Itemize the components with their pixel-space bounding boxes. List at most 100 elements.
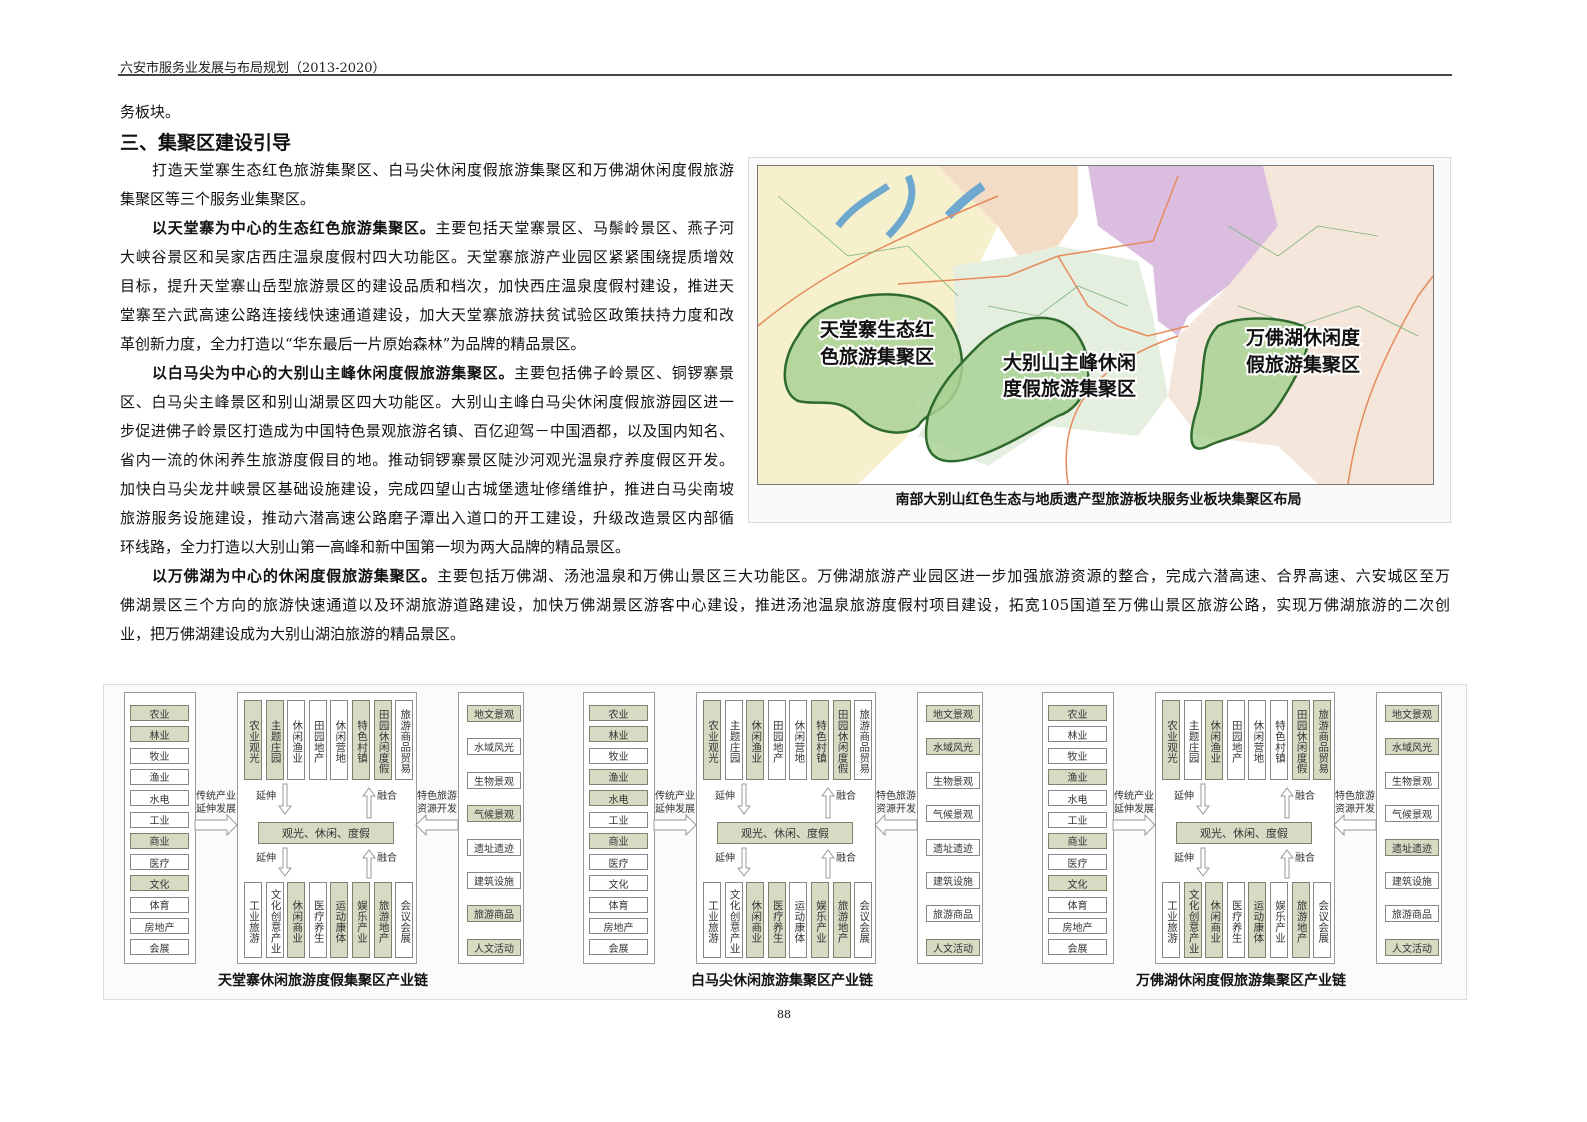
paragraph-lead: 以白马尖为中心的大别山主峰休闲度假旅游集聚区。 bbox=[152, 364, 515, 382]
paragraph-text: 业，把万佛湖建设成为大别山湖泊旅游的精品景区。 bbox=[120, 625, 466, 643]
industry-box: 工业 bbox=[589, 811, 648, 828]
paragraph-text: 目标，提升天堂寨山岳型旅游景区的建设品质和档次，加快西庄温泉度假村建设，推进天 bbox=[120, 277, 734, 295]
resource-box: 气候景观 bbox=[467, 805, 521, 823]
resource-box: 生物景观 bbox=[926, 771, 980, 789]
right-arrow-label: 特色旅游资源开发 bbox=[417, 791, 457, 815]
resource-box: 水域风光 bbox=[467, 738, 521, 756]
map-reservoir bbox=[835, 174, 916, 239]
downstream-product-box: 会议会展 bbox=[854, 882, 873, 958]
industry-box: 房地产 bbox=[589, 918, 648, 934]
industry-box: 水电 bbox=[589, 790, 648, 807]
industry-box: 医疗 bbox=[589, 854, 648, 871]
map-zone-tiantangzhai bbox=[783, 293, 964, 434]
paragraph-text: 佛湖景区三个方向的旅游快速通道以及环湖旅游道路建设，加快万佛湖景区游客中心建设，… bbox=[120, 596, 1450, 614]
merge-label: 融合 bbox=[1295, 791, 1315, 802]
upstream-product-box: 休闲营地 bbox=[330, 700, 349, 780]
industry-box: 工业 bbox=[130, 811, 189, 828]
extend-label: 延伸 bbox=[715, 791, 735, 802]
left-arrow-icon bbox=[874, 813, 918, 837]
merge-label: 融合 bbox=[836, 791, 856, 802]
resource-box: 气候景观 bbox=[1385, 805, 1439, 823]
industry-chain-diagram: 农业林业牧业渔业水电工业商业医疗文化体育房地产会展地文景观水域风光生物景观气候景… bbox=[582, 692, 983, 964]
paragraph-text: 加快白马尖龙井峡景区基础设施建设，完成四望山古城堡遗址修缮维护，推进白马尖南坡 bbox=[120, 480, 734, 498]
paragraph-text: 省内一流的休闲养生旅游度假目的地。推动铜锣寨景区陡沙河观光温泉疗养度假区开发。 bbox=[120, 451, 734, 469]
upstream-product-box: 休闲营地 bbox=[1248, 700, 1267, 780]
paragraph-text: 主要包括佛子岭景区、铜锣寨景 bbox=[514, 364, 734, 382]
industry-box: 渔业 bbox=[1048, 768, 1107, 785]
resource-box: 气候景观 bbox=[926, 805, 980, 823]
core-function-box: 观光、休闲、度假 bbox=[258, 822, 394, 844]
paragraph-text: 革创新力度，全力打造以“华东最后一片原始森林”为品牌的精品景区。 bbox=[120, 335, 586, 353]
downstream-product-box: 娱乐产业 bbox=[1270, 882, 1288, 958]
paragraph-text: 集聚区等三个服务业集聚区。 bbox=[120, 190, 316, 208]
resource-box: 人文活动 bbox=[1385, 938, 1439, 956]
upstream-product-box: 旅游商品贸易 bbox=[395, 700, 414, 780]
industry-box: 医疗 bbox=[1048, 854, 1107, 871]
resource-box: 旅游商品 bbox=[467, 905, 521, 923]
text-line: 集聚区等三个服务业集聚区。 bbox=[120, 189, 734, 209]
upstream-product-box: 旅游商品贸易 bbox=[1313, 700, 1332, 780]
downstream-product-box: 旅游地产 bbox=[832, 882, 851, 958]
left-arrow-label: 传统产业延伸发展 bbox=[1114, 791, 1154, 815]
left-arrow-icon bbox=[1333, 813, 1377, 837]
map-roads bbox=[758, 175, 1433, 484]
merge-label: 融合 bbox=[836, 853, 856, 864]
downstream-product-box: 会议会展 bbox=[1313, 882, 1332, 958]
paragraph-text: 主要包括天堂寨景区、马鬃岭景区、燕子河 bbox=[435, 219, 735, 237]
industry-box: 林业 bbox=[589, 726, 648, 743]
industry-box: 体育 bbox=[589, 896, 648, 913]
upstream-product-box: 休闲渔业 bbox=[1205, 700, 1224, 780]
text-line: 业，把万佛湖建设成为大别山湖泊旅游的精品景区。 bbox=[120, 624, 1450, 644]
map-zone-wanfohu bbox=[1190, 317, 1310, 450]
downstream-product-box: 工业旅游 bbox=[244, 882, 262, 958]
core-function-box: 观光、休闲、度假 bbox=[717, 822, 853, 844]
paragraph-text: 环线路，全力打造以大别山第一高峰和新中国第一坝为两大品牌的精品景区。 bbox=[120, 538, 631, 556]
industry-box: 水电 bbox=[1048, 790, 1107, 807]
diagram-caption: 万佛湖休闲度假旅游集聚区产业链 bbox=[1136, 973, 1346, 989]
resource-box: 生物景观 bbox=[1385, 771, 1439, 789]
downstream-product-box: 医疗养生 bbox=[1226, 882, 1245, 958]
industry-box: 会展 bbox=[130, 939, 189, 956]
upstream-product-box: 休闲渔业 bbox=[287, 700, 306, 780]
upstream-product-box: 特色村镇 bbox=[352, 700, 370, 780]
resource-box: 建筑设施 bbox=[1385, 872, 1439, 889]
map-reservoir bbox=[944, 182, 986, 220]
map-zone-label: 色旅游集聚区 bbox=[820, 345, 934, 368]
downstream-product-box: 文化创意产业 bbox=[724, 882, 743, 958]
paragraph-lead: 以万佛湖为中心的休闲度假旅游集聚区。 bbox=[152, 567, 438, 585]
upstream-product-box: 特色村镇 bbox=[811, 700, 829, 780]
section-heading: 三、集聚区建设引导 bbox=[120, 132, 292, 154]
extend-label: 延伸 bbox=[715, 853, 735, 864]
industry-box: 商业 bbox=[1048, 832, 1107, 849]
resource-box: 水域风光 bbox=[926, 738, 980, 756]
industry-chain-diagram: 农业林业牧业渔业水电工业商业医疗文化体育房地产会展地文景观水域风光生物景观气候景… bbox=[123, 692, 524, 964]
downstream-product-box: 文化创意产业 bbox=[265, 882, 284, 958]
downstream-product-box: 运动康体 bbox=[789, 882, 808, 958]
extend-label: 延伸 bbox=[256, 791, 276, 802]
text-line: 旅游服务设施建设，推动六潜高速公路磨子潭出入道口的开工建设，升级改造景区内部循 bbox=[120, 508, 734, 528]
industry-box: 商业 bbox=[130, 832, 189, 849]
paragraph-text: 堂寨至六武高速公路连接线快速通道建设，加大天堂寨旅游扶贫试验区政策扶持力度和改 bbox=[120, 306, 734, 324]
upstream-product-box: 休闲渔业 bbox=[746, 700, 765, 780]
map-region-district bbox=[1088, 166, 1278, 336]
right-arrow-icon bbox=[194, 813, 238, 837]
diagram-caption: 白马尖休闲旅游集聚区产业链 bbox=[691, 973, 873, 989]
downstream-product-box: 休闲商业 bbox=[746, 882, 765, 958]
downstream-product-box: 会议会展 bbox=[395, 882, 414, 958]
page-number: 88 bbox=[777, 1008, 791, 1021]
industry-chain-diagram: 农业林业牧业渔业水电工业商业医疗文化体育房地产会展地文景观水域风光生物景观气候景… bbox=[1041, 692, 1442, 964]
resource-box: 地文景观 bbox=[1385, 705, 1439, 722]
merge-label: 融合 bbox=[377, 853, 397, 864]
industry-box: 牧业 bbox=[1048, 747, 1107, 764]
extend-label: 延伸 bbox=[256, 853, 276, 864]
tourism-resources-column bbox=[1376, 692, 1442, 964]
industry-box: 农业 bbox=[130, 705, 189, 721]
paragraph-text: 步促进佛子岭景区打造成为中国特色景观旅游名镇、百亿迎驾－中国酒都，以及国内知名、 bbox=[120, 422, 734, 440]
text-line: 区、白马尖主峰景区和别山湖景区四大功能区。大别山主峰白马尖休闲度假旅游园区进一 bbox=[120, 392, 734, 412]
map-zone-label: 大别山主峰休闲 bbox=[1003, 351, 1136, 374]
industry-box: 文化 bbox=[589, 875, 648, 892]
paragraph-text: 旅游服务设施建设，推动六潜高速公路磨子潭出入道口的开工建设，升级改造景区内部循 bbox=[120, 509, 734, 527]
paragraph-lead: 以天堂寨为中心的生态红色旅游集聚区。 bbox=[152, 219, 436, 237]
industry-box: 牧业 bbox=[589, 747, 648, 764]
right-arrow-icon bbox=[653, 813, 697, 837]
